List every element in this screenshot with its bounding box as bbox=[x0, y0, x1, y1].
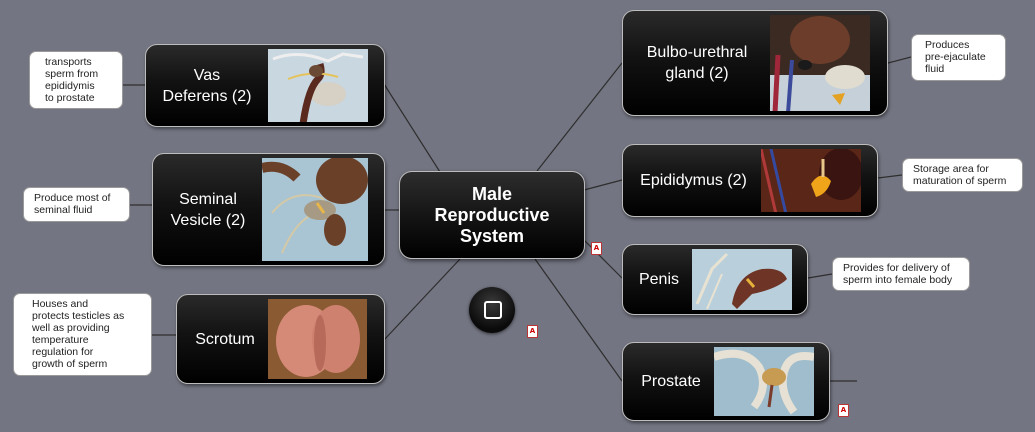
bulbourethral-image bbox=[770, 15, 870, 111]
node-vas-deferens[interactable]: Vas Deferens (2) bbox=[145, 44, 385, 127]
vas-deferens-image bbox=[268, 49, 368, 122]
central-topic[interactable]: Male Reproductive System bbox=[399, 171, 585, 259]
epididymus-image bbox=[761, 149, 861, 212]
note-epididymus: Storage area for maturation of sperm bbox=[902, 158, 1023, 192]
node-label: Epididymus (2) bbox=[640, 172, 747, 189]
pdf-attachment-icon[interactable]: A bbox=[591, 242, 602, 255]
node-seminal-vesicle[interactable]: Seminal Vesicle (2) bbox=[152, 153, 385, 266]
note-scrotum: Houses and protects testicles as well as… bbox=[13, 293, 152, 376]
seminal-vesicle-image bbox=[262, 158, 368, 261]
note-penis: Provides for delivery of sperm into fema… bbox=[832, 257, 970, 291]
node-label: Prostate bbox=[641, 373, 701, 390]
node-epididymus[interactable]: Epididymus (2) bbox=[622, 144, 878, 217]
node-label: Bulbo-urethral gland (2) bbox=[646, 44, 748, 82]
note-seminal-vesicle: Produce most of seminal fluid bbox=[23, 187, 130, 222]
node-bulbourethral-gland[interactable]: Bulbo-urethral gland (2) bbox=[622, 10, 888, 116]
node-label: Scrotum bbox=[195, 330, 255, 348]
node-scrotum[interactable]: Scrotum bbox=[176, 294, 385, 384]
scrotum-image bbox=[268, 299, 367, 379]
node-label: Penis bbox=[638, 271, 680, 288]
pdf-attachment-icon[interactable]: A bbox=[527, 325, 538, 338]
stop-square-icon bbox=[484, 301, 502, 319]
note-vas-deferens: transports sperm from epididymis to pros… bbox=[29, 51, 123, 109]
prostate-image bbox=[714, 347, 814, 416]
central-topic-title: Male Reproductive System bbox=[434, 183, 550, 246]
node-label: Vas Deferens (2) bbox=[162, 66, 252, 105]
node-penis[interactable]: Penis bbox=[622, 244, 808, 315]
node-prostate[interactable]: Prostate bbox=[622, 342, 830, 421]
penis-image bbox=[692, 249, 792, 310]
pdf-attachment-icon[interactable]: A bbox=[838, 404, 849, 417]
stop-button-icon[interactable] bbox=[469, 287, 515, 333]
note-bulbourethral-gland: Produces pre-ejaculate fluid bbox=[911, 34, 1006, 81]
node-label: Seminal Vesicle (2) bbox=[170, 190, 246, 229]
